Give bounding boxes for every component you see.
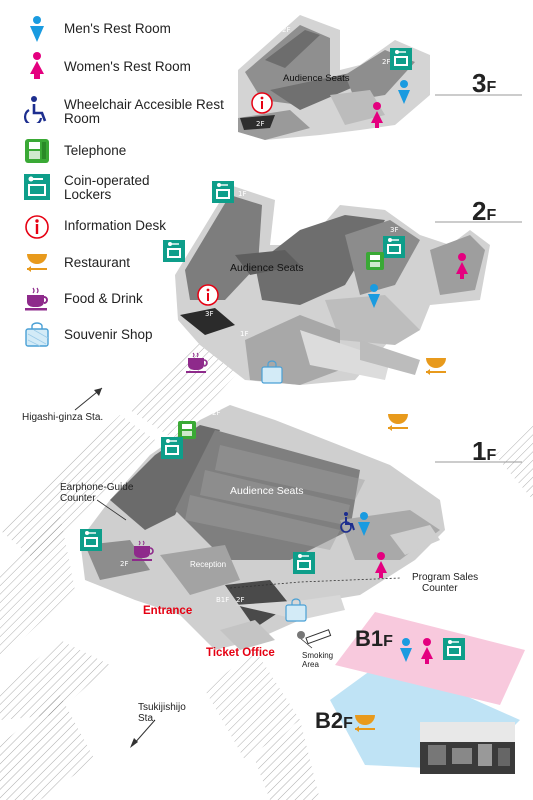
floor-label-b1f: B1F <box>355 626 393 651</box>
stair-label: 2F <box>212 409 220 417</box>
locker-icon <box>390 48 412 70</box>
floor-label-b2f: B2F <box>315 708 353 733</box>
legend-item: Information Desk <box>22 212 224 242</box>
locker-icon <box>212 181 234 203</box>
locker-icon <box>293 552 315 574</box>
womens-restroom-icon <box>421 638 433 664</box>
ticket-office-label: Ticket Office <box>206 647 275 659</box>
reception-label: Reception <box>190 560 226 569</box>
legend-label: Souvenir Shop <box>64 327 153 342</box>
leader-lines <box>96 499 401 649</box>
legend-label: Women's Rest Room <box>64 59 191 74</box>
legend-label: Food & Drink <box>64 291 143 306</box>
info-icon <box>251 92 273 114</box>
coffee-icon <box>186 352 208 373</box>
wheelchair-icon <box>340 512 355 533</box>
souvenir-icon <box>22 320 52 350</box>
audience-seats-3f: Audience Seats <box>283 73 350 84</box>
restaurant-icon <box>388 414 408 431</box>
higashi-ginza-label: Higashi-ginza Sta. <box>22 412 104 423</box>
stair-label: 3F <box>390 226 398 234</box>
restaurant-icon <box>355 715 375 732</box>
floor-1f-building <box>80 405 445 650</box>
audience-seats-2f: Audience Seats <box>230 262 304 274</box>
stair-label: 2F <box>282 26 290 34</box>
mens-restroom-icon <box>400 638 412 662</box>
womens-restroom-icon <box>22 50 52 80</box>
smoking-icon <box>297 629 332 645</box>
restaurant-icon <box>426 358 446 375</box>
coffee-icon <box>22 284 52 314</box>
locker-icon <box>80 529 102 551</box>
stair-label: 2F <box>236 596 244 604</box>
legend-item: Men's Rest Room <box>22 14 224 44</box>
womens-restroom-icon <box>371 102 383 128</box>
legend-label: Telephone <box>64 143 127 158</box>
legend-item: Telephone <box>22 136 224 166</box>
b2-photo <box>420 722 515 774</box>
floor-label-3f: 3F <box>472 68 497 98</box>
stair-label: B1F <box>216 596 229 604</box>
stair-label: 2F <box>382 58 390 66</box>
mens-restroom-icon <box>22 14 52 44</box>
floor-label-2f: 2F <box>472 196 497 226</box>
legend-item: Women's Rest Room <box>22 50 224 80</box>
telephone-icon <box>178 421 196 439</box>
stair-label: 2F <box>256 120 264 128</box>
restaurant-icon <box>22 248 52 278</box>
womens-restroom-icon <box>375 552 387 578</box>
locker-icon <box>443 638 465 660</box>
legend-item: Restaurant <box>22 248 224 278</box>
locker-icon <box>161 437 183 459</box>
wheelchair-icon <box>22 94 52 124</box>
legend-label: Coin-operated Lockers <box>64 173 150 202</box>
legend-item: Coin-operated Lockers <box>22 172 174 202</box>
tsukiji-arrow <box>130 719 156 748</box>
info-icon <box>22 212 52 242</box>
telephone-icon <box>366 252 384 270</box>
legend-label: Men's Rest Room <box>64 21 171 36</box>
coffee-icon <box>132 540 154 561</box>
floor-label-1f: 1F <box>472 436 497 466</box>
stair-label: 1F <box>240 330 248 338</box>
stair-label: 1F <box>238 190 246 198</box>
stair-label: 2F <box>120 560 128 568</box>
higashi-ginza-arrow <box>74 387 103 411</box>
legend-item: Souvenir Shop <box>22 320 224 350</box>
locker-icon <box>163 240 185 262</box>
telephone-icon <box>22 136 52 166</box>
stair-markers: 2F 2F 2F 3F 1F 3F 3F 1F 2F 2F B1F 2F <box>120 26 398 604</box>
mens-restroom-icon <box>368 284 380 308</box>
mens-restroom-icon <box>358 512 370 536</box>
stair-label: 3F <box>244 180 252 188</box>
floor-3f-building <box>238 15 430 140</box>
souvenir-icon <box>261 360 283 384</box>
legend-item: Wheelchair Accesible Rest Room <box>22 94 224 126</box>
stair-label: 3F <box>205 310 213 318</box>
locker-icon <box>22 172 52 202</box>
city-blocks <box>0 340 533 800</box>
audience-seats-1f: Audience Seats <box>230 485 304 497</box>
entrance-label: Entrance <box>143 605 193 617</box>
womens-restroom-icon <box>456 253 468 279</box>
info-icon <box>197 284 219 306</box>
mens-restroom-icon <box>398 80 410 104</box>
legend-item: Food & Drink <box>22 284 224 314</box>
legend-label: Information Desk <box>64 218 167 233</box>
legend-label: Restaurant <box>64 255 131 270</box>
souvenir-icon <box>285 598 307 622</box>
locker-icon <box>383 236 405 258</box>
legend-label: Wheelchair Accesible Rest Room <box>64 97 224 126</box>
